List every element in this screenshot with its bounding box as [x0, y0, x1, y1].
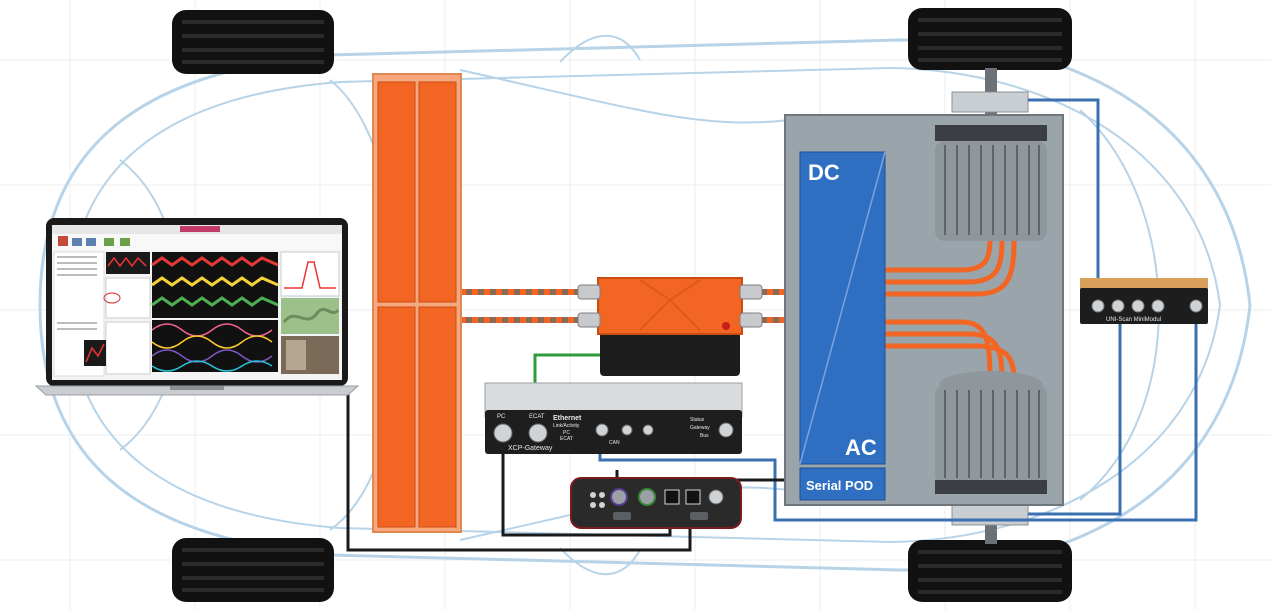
- xcp-bus-led: Bus: [700, 433, 709, 439]
- xcp-gateway-name: XCP-Gateway: [508, 445, 553, 452]
- laptop: [34, 218, 360, 396]
- connector-port: [1091, 299, 1105, 313]
- ethernet-port: [685, 489, 701, 505]
- status-port: [718, 422, 734, 438]
- ethernet-port: [664, 489, 680, 505]
- connector-port: [610, 488, 628, 506]
- serial-pod-label: Serial POD: [806, 478, 873, 493]
- battery-cell: [377, 81, 416, 303]
- ethernet-cable-green: [533, 353, 600, 395]
- cable-gland: [739, 312, 763, 328]
- xcp-port-pc: PC: [497, 414, 506, 420]
- xcp-port-ecat: ECAT: [529, 414, 545, 420]
- can-port: [595, 423, 609, 437]
- motor-bottom: [935, 371, 1047, 494]
- axle-coupling-bottom: [951, 504, 1029, 526]
- battery-cell: [418, 81, 457, 303]
- cable-gland: [577, 312, 601, 328]
- xcp-led-ecat: ECAT: [560, 436, 573, 442]
- minimodul-device: UNI-Scan MiniModul: [1080, 278, 1208, 324]
- wheel-rear-right: [908, 540, 1072, 602]
- battery-pack: [372, 73, 462, 533]
- inverter-panel: DC AC: [799, 151, 886, 465]
- motor-top: [935, 125, 1047, 241]
- axle-coupling-top: [951, 91, 1029, 113]
- xcp-gateway-device: PC ECAT Ethernet Link/Activity PC ECAT C…: [484, 382, 743, 454]
- minimodul-name: UNI-Scan MiniModul: [1106, 317, 1161, 323]
- xcp-status: Status: [690, 417, 705, 423]
- connector-port: [1151, 299, 1165, 313]
- pc-port: [493, 423, 513, 443]
- cable-gland: [739, 284, 763, 300]
- aux-port: [642, 424, 654, 436]
- xcp-brand: Ethernet: [553, 415, 582, 422]
- serial-pod: Serial POD: [799, 467, 886, 501]
- cable-gland: [577, 284, 601, 300]
- battery-cell: [377, 306, 416, 528]
- connector-port: [708, 489, 724, 505]
- connector-port: [1111, 299, 1125, 313]
- interface-box-device: [570, 477, 742, 529]
- inverter-dc-label: DC: [808, 160, 840, 185]
- connector-port: [1189, 299, 1203, 313]
- xcp-link-activity: Link/Activity: [553, 423, 580, 429]
- connector-port: [638, 488, 656, 506]
- wheel-rear-left: [908, 8, 1072, 70]
- ecat-port: [528, 423, 548, 443]
- aux-port: [621, 424, 633, 436]
- hv-junction-box: [577, 277, 763, 376]
- wheel-front-right: [172, 538, 334, 602]
- connector-port: [1131, 299, 1145, 313]
- xcp-gateway-led: Gateway: [690, 425, 710, 431]
- battery-cell: [418, 306, 457, 528]
- inverter-ac-label: AC: [845, 435, 877, 460]
- wheel-front-left: [172, 10, 334, 74]
- xcp-led-pc: PC: [563, 430, 570, 436]
- signal-cables-blue: [598, 98, 1198, 522]
- xcp-port-can: CAN: [609, 440, 620, 446]
